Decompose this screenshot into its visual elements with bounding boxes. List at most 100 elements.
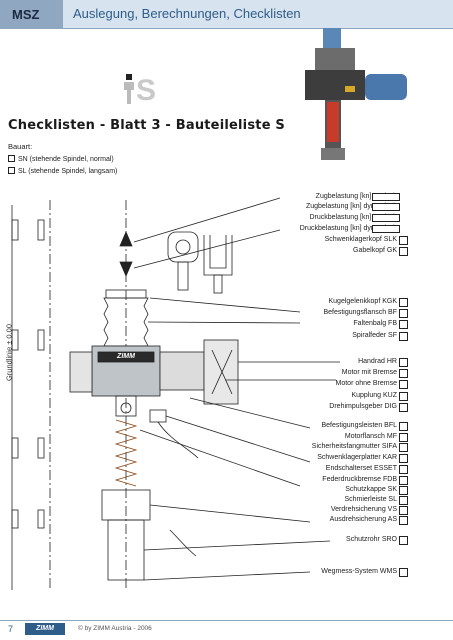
checkbox[interactable] bbox=[399, 506, 408, 515]
dim-marker bbox=[11, 437, 19, 459]
checkbox[interactable] bbox=[399, 309, 408, 318]
checkbox[interactable] bbox=[399, 516, 408, 525]
component-label: Sicherheitsfangmutter SIFA bbox=[311, 443, 397, 450]
option-label: SN (stehende Spindel, normal) bbox=[18, 156, 114, 163]
checkbox[interactable] bbox=[399, 320, 408, 329]
baseline-label: Grundlinie ± 0.00 bbox=[2, 318, 16, 398]
side-cover bbox=[69, 351, 93, 393]
checkbox[interactable] bbox=[399, 403, 408, 412]
component-label: Druckbelastung [kn] statisch bbox=[309, 214, 397, 221]
component-label: Verdrehsicherung VS bbox=[330, 506, 397, 513]
dim-marker bbox=[37, 329, 45, 351]
checkbox[interactable] bbox=[399, 236, 408, 245]
page-number: 7 bbox=[8, 624, 14, 634]
rod-end-hole bbox=[175, 239, 191, 255]
checkbox[interactable] bbox=[399, 392, 408, 401]
gearbox-brand-plate bbox=[97, 351, 155, 363]
motor-flange bbox=[159, 351, 205, 391]
bauart-option-sl[interactable]: SL (stehende Spindel, langsam) bbox=[8, 167, 117, 175]
checkbox[interactable] bbox=[8, 155, 15, 162]
dim-marker bbox=[11, 329, 19, 351]
component-label: Motor ohne Bremse bbox=[335, 380, 397, 387]
header-divider bbox=[0, 28, 453, 29]
checkbox[interactable] bbox=[399, 369, 408, 378]
photo-gearbox bbox=[305, 70, 365, 100]
value-field[interactable] bbox=[372, 225, 400, 233]
value-field[interactable] bbox=[372, 193, 400, 201]
checkbox[interactable] bbox=[399, 536, 408, 545]
footer-copyright: © by ZIMM Austria - 2006 bbox=[78, 625, 152, 632]
checkbox[interactable] bbox=[399, 486, 408, 495]
checkbox[interactable] bbox=[8, 167, 15, 174]
switch-cable bbox=[157, 421, 199, 459]
component-label: Befestigungsflansch BF bbox=[323, 309, 397, 316]
component-label: Faltenbalg FB bbox=[353, 320, 397, 327]
checkbox[interactable] bbox=[399, 496, 408, 505]
checkbox[interactable] bbox=[399, 433, 408, 442]
arrow-down-icon bbox=[119, 261, 133, 278]
handwheel-hr bbox=[203, 339, 239, 405]
checkbox[interactable] bbox=[399, 476, 408, 485]
leader-line bbox=[133, 197, 281, 243]
component-label: Federdruckbremse FDB bbox=[322, 476, 397, 483]
bauart-option-sn[interactable]: SN (stehende Spindel, normal) bbox=[8, 155, 114, 163]
leader-line bbox=[149, 504, 311, 523]
dim-marker bbox=[37, 219, 45, 241]
component-label: Schwenklagerkopf SLK bbox=[324, 236, 397, 243]
leader-line bbox=[143, 571, 311, 581]
drawing-brand: ZIMM bbox=[117, 353, 135, 360]
header-title: Auslegung, Berechnungen, Checklisten bbox=[63, 0, 453, 28]
gearbox-bolt bbox=[120, 402, 132, 414]
sensor-cable bbox=[169, 529, 197, 557]
checkbox[interactable] bbox=[399, 422, 408, 431]
checkbox[interactable] bbox=[399, 454, 408, 463]
series-logo: S bbox=[118, 70, 162, 107]
rod-end-shaft bbox=[177, 261, 189, 291]
value-field[interactable] bbox=[372, 203, 400, 211]
photo-motor-top bbox=[323, 28, 341, 48]
component-label: Schutzkappe SK bbox=[345, 486, 397, 493]
checkbox[interactable] bbox=[399, 443, 408, 452]
leader-line bbox=[139, 429, 301, 487]
component-label: Schmierleiste SL bbox=[344, 496, 397, 503]
component-label: Ausdrehsicherung AS bbox=[329, 516, 397, 523]
component-label: Handrad HR bbox=[358, 358, 397, 365]
series-logo-letter: S bbox=[136, 74, 157, 107]
footer-logo: ZIMM bbox=[25, 623, 65, 635]
checkbox[interactable] bbox=[399, 465, 408, 474]
component-label: Befestigungsleisten BFL bbox=[321, 422, 398, 429]
spindle-nut bbox=[115, 395, 137, 417]
component-label: Zugbelastung [kn] statisch bbox=[315, 193, 397, 200]
photo-terminal bbox=[345, 86, 355, 92]
component-label: Motorflansch MF bbox=[344, 433, 397, 440]
header-tag: MSZ bbox=[0, 0, 63, 28]
checkbox[interactable] bbox=[399, 568, 408, 577]
checkbox[interactable] bbox=[399, 380, 408, 389]
handwheel-spoke bbox=[211, 349, 233, 395]
photo-base bbox=[321, 148, 345, 160]
value-field[interactable] bbox=[372, 214, 400, 222]
leader-line bbox=[143, 540, 331, 551]
component-label: Kugelgelenkkopf KGK bbox=[328, 298, 398, 305]
technical-drawing bbox=[11, 197, 340, 590]
baseline-text: Grundlinie ± 0.00 bbox=[4, 323, 14, 382]
checkbox[interactable] bbox=[399, 332, 408, 341]
component-label: Kupplung KUZ bbox=[351, 392, 397, 399]
leader-line bbox=[133, 229, 281, 269]
checkbox[interactable] bbox=[399, 298, 408, 307]
checkbox[interactable] bbox=[399, 358, 408, 367]
option-label: SL (stehende Spindel, langsam) bbox=[18, 168, 118, 175]
checkbox[interactable] bbox=[399, 247, 408, 256]
component-label: Wegmess-System WMS bbox=[321, 568, 397, 575]
dim-marker bbox=[37, 509, 45, 529]
photo-spindle-inner bbox=[327, 102, 339, 142]
component-label: Motor mit Bremse bbox=[341, 369, 397, 376]
dim-marker bbox=[11, 509, 19, 529]
component-label: Gabelkopf GK bbox=[353, 247, 397, 254]
leader-line bbox=[149, 297, 301, 313]
product-photo bbox=[305, 28, 407, 160]
dim-marker bbox=[37, 437, 45, 459]
component-label: Drehimpulsgeber DIG bbox=[329, 403, 397, 410]
component-label: Schutzrohr SRO bbox=[346, 536, 397, 543]
rod-end-slk bbox=[167, 231, 199, 263]
